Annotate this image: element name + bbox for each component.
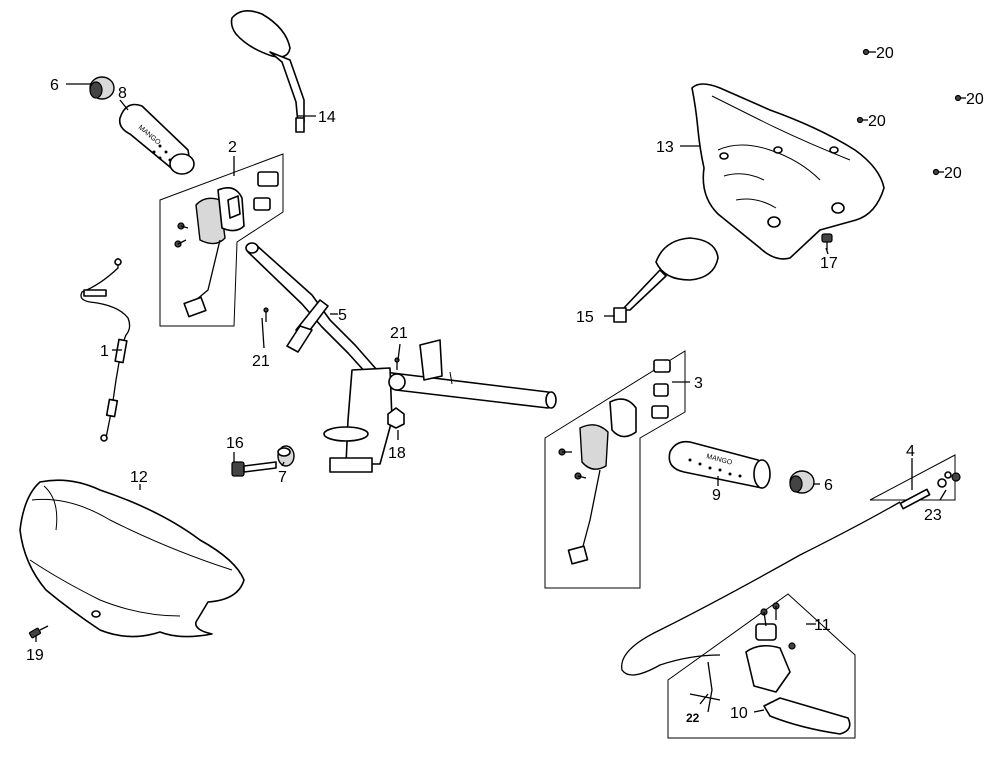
label-part-23: 23 (924, 507, 942, 524)
cover-bolt (28, 625, 49, 639)
label-part-6-right: 6 (824, 477, 833, 494)
screws-20 (856, 48, 962, 176)
left-grip: MANGO (118, 103, 195, 175)
label-part-11: 11 (814, 617, 831, 634)
front-cover (19, 479, 245, 638)
left-mirror (230, 10, 305, 133)
label-part-5: 5 (338, 307, 347, 324)
label-part-17: 17 (820, 255, 838, 272)
label-part-15: 15 (576, 309, 594, 326)
label-part-2: 2 (228, 139, 237, 156)
screw-small (263, 307, 400, 370)
label-part-6-left: 6 (50, 77, 59, 94)
cover-screw (821, 233, 833, 250)
label-part-22: 22 (686, 711, 700, 725)
brake-lever-group (667, 593, 856, 739)
label-part-21-left: 21 (252, 353, 270, 370)
bar-end-right (789, 470, 815, 494)
label-part-13: 13 (656, 139, 674, 156)
label-part-1: 1 (100, 343, 109, 360)
label-part-19: 19 (26, 647, 44, 664)
label-part-21-right: 21 (390, 325, 408, 342)
label-part-20-a: 20 (876, 45, 894, 62)
label-part-7: 7 (278, 469, 287, 486)
right-mirror (613, 237, 719, 323)
label-part-10: 10 (730, 705, 748, 722)
right-switch-group (544, 350, 686, 589)
spacer (277, 445, 295, 467)
label-part-20-c: 20 (868, 113, 886, 130)
part-labels: 6 8 2 14 1 5 21 21 16 7 18 12 19 13 17 1… (26, 45, 984, 725)
bolt (231, 461, 277, 477)
label-part-20-b: 20 (966, 91, 984, 108)
label-part-9: 9 (712, 487, 721, 504)
label-part-4: 4 (906, 443, 915, 460)
handlebar (245, 242, 557, 473)
label-part-8: 8 (118, 85, 127, 102)
leader-lines (35, 51, 966, 713)
throttle-cable (80, 258, 131, 442)
label-part-3: 3 (694, 375, 703, 392)
label-part-18: 18 (388, 445, 406, 462)
left-switch-group (159, 153, 284, 327)
label-part-16: 16 (226, 435, 244, 452)
brake-cable (621, 454, 961, 676)
label-part-20-d: 20 (944, 165, 962, 182)
label-part-14: 14 (318, 109, 336, 126)
bar-end-left (89, 76, 115, 100)
handlebar-cover (691, 83, 885, 260)
label-part-12: 12 (130, 469, 148, 486)
nut (387, 407, 405, 429)
right-grip: MANGO (668, 440, 771, 489)
